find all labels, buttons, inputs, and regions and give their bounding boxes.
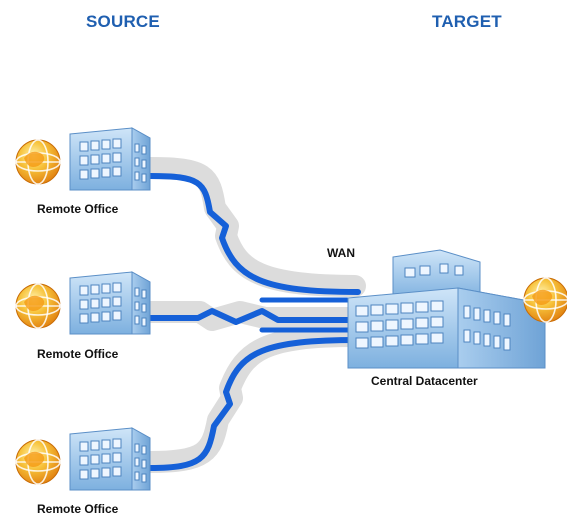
remote-office-1 <box>15 127 151 191</box>
central-datacenter-label: Central Datacenter <box>371 374 478 388</box>
remote-office-3 <box>15 427 151 491</box>
wan-link-2 <box>147 308 361 325</box>
globe-icon <box>523 277 567 323</box>
central-datacenter <box>347 249 567 369</box>
datacenter-building-icon <box>347 249 546 369</box>
wan-trunk <box>259 297 361 333</box>
office-building-icon <box>69 427 151 491</box>
office-building-icon <box>69 271 151 335</box>
remote-office-3-label: Remote Office <box>37 502 119 516</box>
globe-icon <box>15 439 61 485</box>
target-heading: TARGET <box>432 12 502 31</box>
remote-office-2-label: Remote Office <box>37 347 119 361</box>
remote-office-2 <box>15 271 151 335</box>
office-building-icon <box>69 127 151 191</box>
wan-label: WAN <box>327 246 355 260</box>
globe-icon <box>15 139 61 185</box>
globe-icon <box>15 283 61 329</box>
source-heading: SOURCE <box>86 12 160 31</box>
wan-link-3 <box>147 337 361 471</box>
remote-office-1-label: Remote Office <box>37 202 119 216</box>
wan-links <box>147 173 361 471</box>
wan-link-1 <box>147 173 361 295</box>
